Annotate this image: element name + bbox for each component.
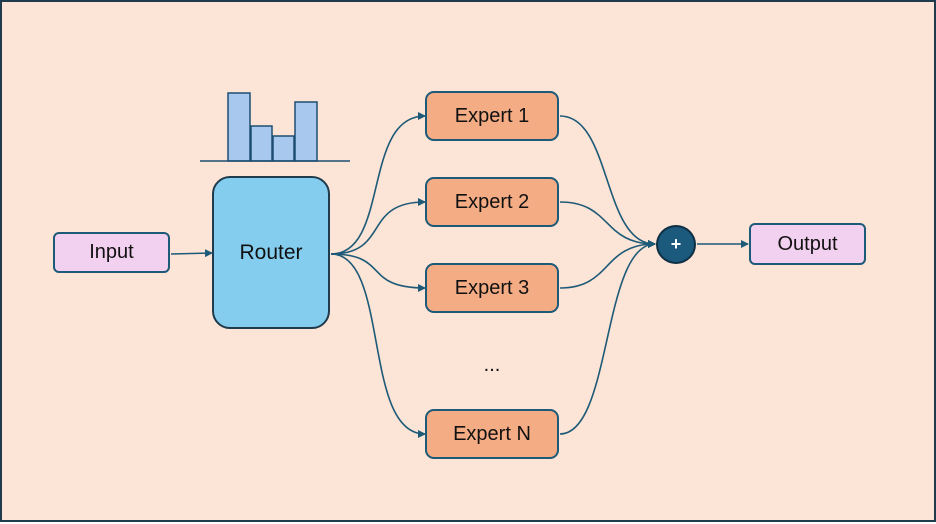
histogram-bar: [272, 135, 295, 162]
expert-label: Expert 3: [454, 276, 530, 299]
arrow-input-router: [170, 249, 213, 258]
expert-node-2: Expert 2: [425, 177, 559, 227]
arrow-router-expert-1: [330, 112, 426, 255]
routing-histogram-icon: [200, 92, 350, 162]
output-node: Output: [749, 223, 866, 265]
input-node: Input: [53, 232, 170, 273]
router-label: Router: [239, 240, 303, 264]
input-label: Input: [89, 241, 134, 263]
expert-node-1: Expert 1: [425, 91, 559, 141]
arrow-router-expert-2: [330, 198, 426, 255]
arrow-router-expert-3: [330, 253, 426, 292]
arrow-expert-1-sum: [559, 115, 656, 248]
more-experts-ellipsis: ...: [483, 354, 501, 376]
arrow-expert-3-sum: [559, 240, 656, 289]
expert-node-n: Expert N: [425, 409, 559, 459]
arrow-expert-n-sum: [559, 240, 656, 435]
expert-node-3: Expert 3: [425, 263, 559, 313]
sum-node: +: [656, 225, 696, 264]
histogram-bar: [250, 125, 273, 162]
expert-label: Expert 1: [454, 104, 530, 127]
plus-icon: +: [670, 234, 682, 254]
arrow-expert-2-sum: [559, 201, 656, 248]
histogram-bar: [227, 92, 251, 162]
router-node: Router: [212, 176, 330, 329]
arrow-router-expert-n: [330, 253, 426, 438]
expert-label: Expert 2: [454, 190, 530, 213]
output-label: Output: [777, 232, 838, 255]
histogram-bar: [294, 101, 318, 162]
expert-label: Expert N: [453, 422, 531, 445]
